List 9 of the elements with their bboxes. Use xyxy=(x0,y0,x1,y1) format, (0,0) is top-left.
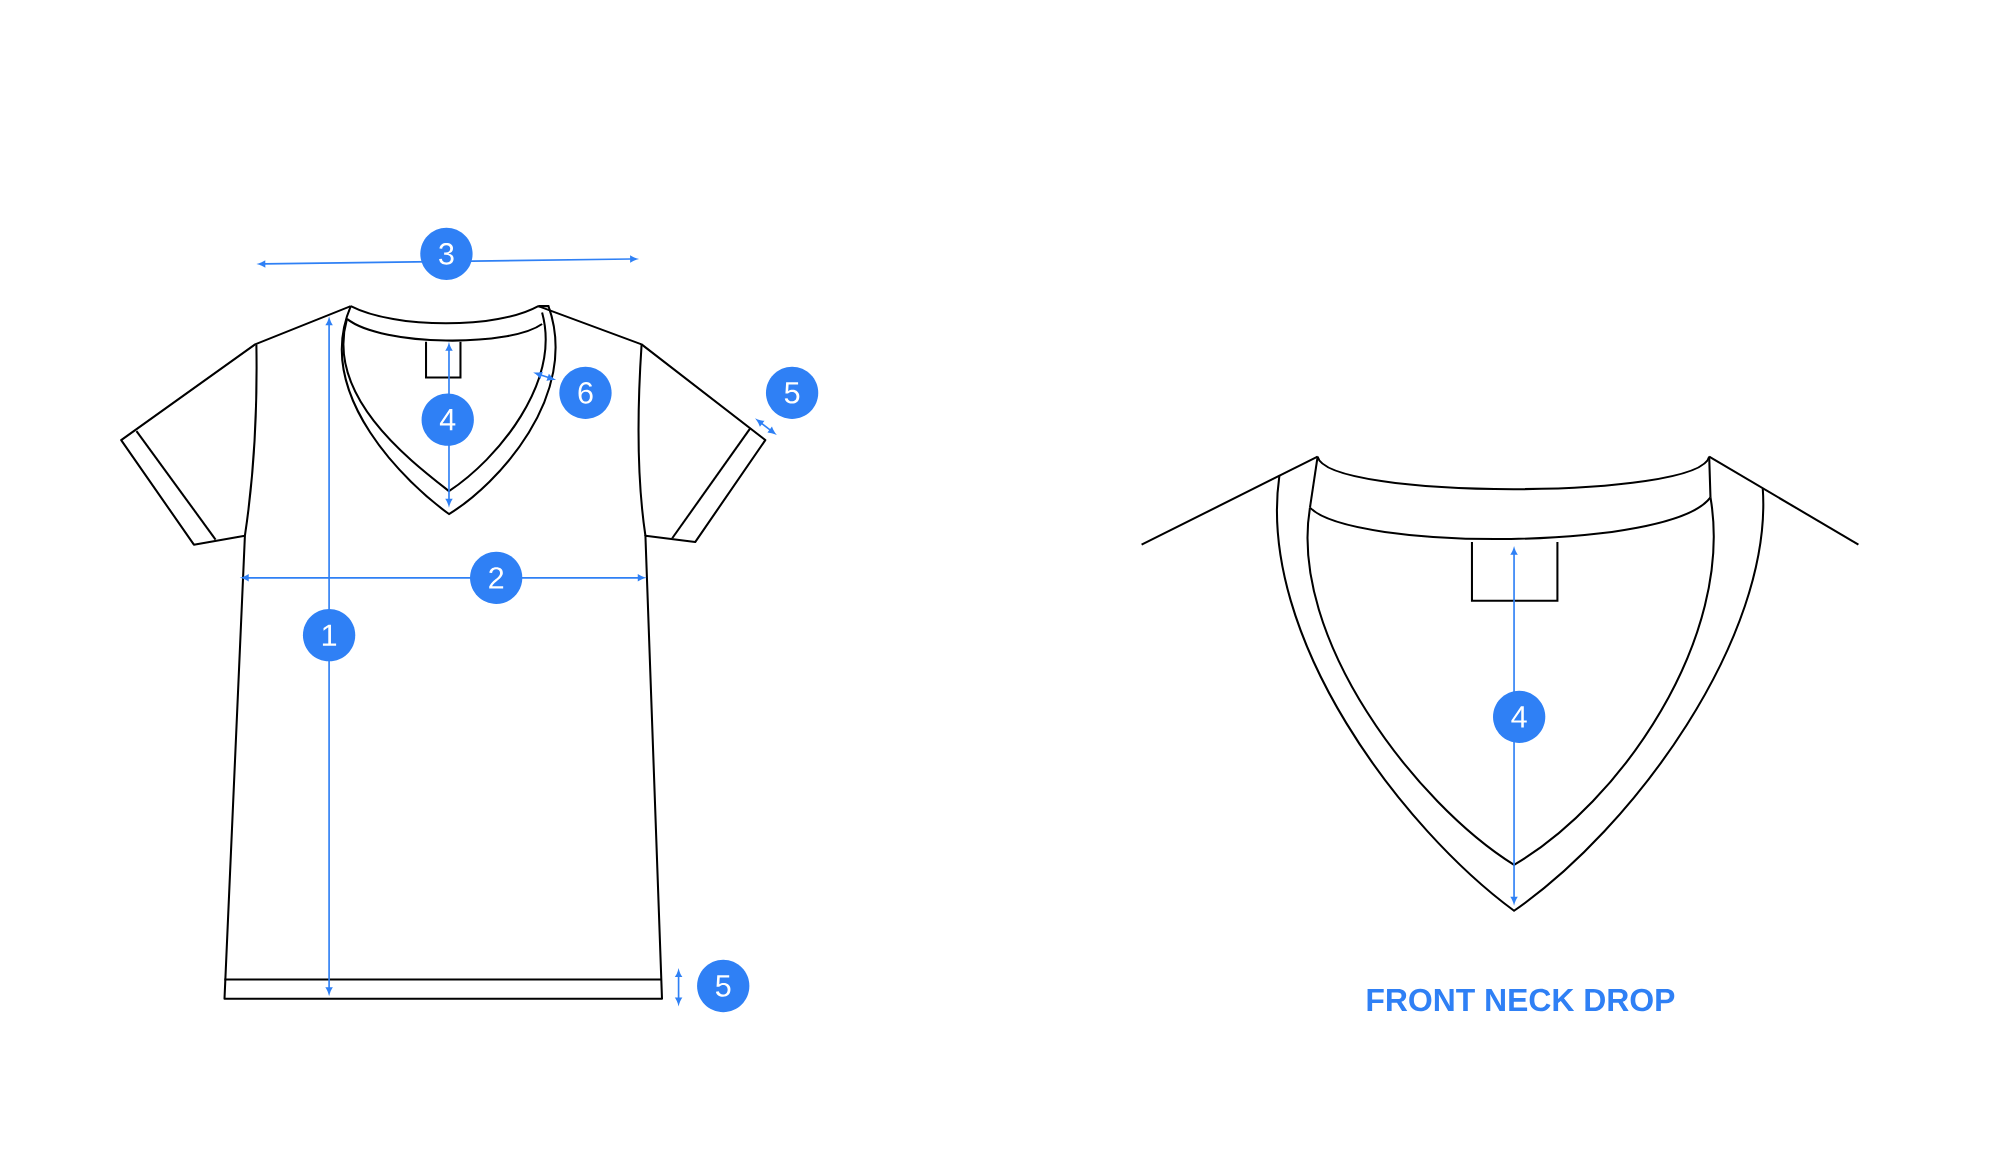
callout-number: 3 xyxy=(420,227,473,281)
caption-text: FRONT NECK DROP xyxy=(1367,988,1675,1012)
callout-number: 6 xyxy=(559,366,612,420)
callout-number: 2 xyxy=(470,551,523,605)
callout-number: 5 xyxy=(765,366,819,420)
callout-number: 5 xyxy=(697,960,750,1013)
callout-number: 1 xyxy=(302,609,356,662)
callout-number: 4 xyxy=(421,393,474,446)
callout-number: 4 xyxy=(1493,690,1546,744)
